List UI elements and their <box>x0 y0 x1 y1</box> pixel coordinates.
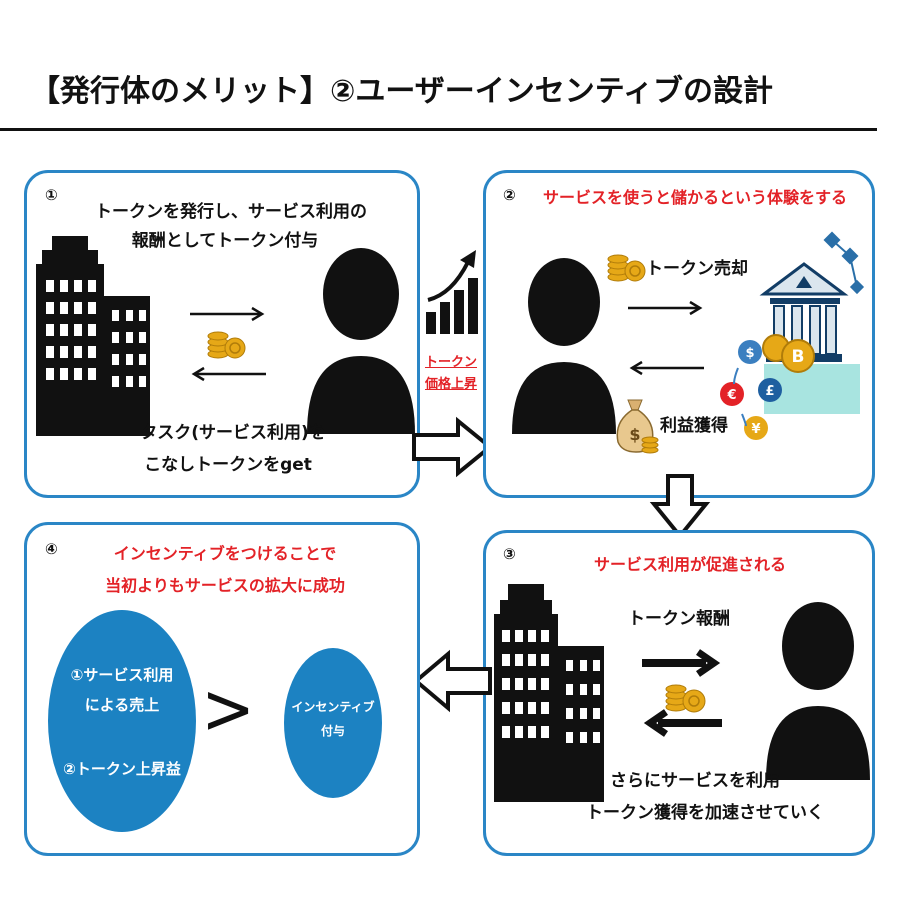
svg-text:B: B <box>792 347 805 367</box>
svg-text:€: € <box>726 388 736 403</box>
coin-stack-icon <box>607 254 646 282</box>
revenue-circle-line2: による売上 <box>84 696 160 714</box>
revenue-circle-line1: ①サービス利用 <box>70 666 174 684</box>
panel-3-caption-line2: トークン獲得を加速させていく <box>586 803 824 823</box>
user-silhouette-icon <box>307 248 415 434</box>
bold-arrow-right-icon <box>642 649 721 677</box>
arrow-right-icon <box>628 300 703 316</box>
svg-text:¥: ¥ <box>751 422 760 437</box>
coin-stack-icon <box>665 684 706 713</box>
profit-label: 利益獲得 <box>660 416 728 436</box>
coin-stack-icon <box>207 331 246 359</box>
panel-1-heading-line1: トークンを発行し、サービス利用の <box>95 202 367 222</box>
arrow-left-icon <box>191 366 266 382</box>
user-silhouette-icon <box>512 258 616 434</box>
revenue-circle <box>48 610 196 832</box>
svg-text:£: £ <box>765 384 774 399</box>
svg-text:$: $ <box>745 346 754 361</box>
office-building-icon <box>494 584 604 802</box>
arrow-left-icon <box>629 360 704 376</box>
incentive-circle-line2: 付与 <box>320 724 345 738</box>
svg-text:$: $ <box>629 425 640 444</box>
title-divider <box>0 128 877 131</box>
panel-2-number: ② <box>503 186 516 204</box>
bank-crypto-icon: B $ € £ ¥ <box>720 231 865 440</box>
greater-than-symbol: > <box>201 669 255 751</box>
panel-4-heading-line2: 当初よりもサービスの拡大に成功 <box>105 576 345 595</box>
revenue-circle-line3: ②トークン上昇益 <box>63 760 181 778</box>
panel-4-number: ④ <box>45 540 58 558</box>
panel-4-heading-line1: インセンティブをつけることで <box>113 544 337 563</box>
panel-1-heading-line2: 報酬としてトークン付与 <box>131 231 319 251</box>
rising-chart-icon <box>426 250 478 334</box>
outline-arrow-right-icon <box>412 416 494 478</box>
outline-arrow-down-icon <box>649 474 711 540</box>
token-sell-label: トークン売却 <box>646 259 748 279</box>
bold-arrow-left-icon <box>643 709 722 737</box>
panel-1-caption-line1: タスク(サービス利用)を <box>140 423 326 443</box>
office-building-icon <box>36 236 150 436</box>
panel-3-number: ③ <box>503 545 516 563</box>
panel-3-caption-line1: さらにサービスを利用 <box>610 771 780 791</box>
incentive-circle <box>284 648 382 798</box>
price-rise-label-line1: トークン <box>424 355 477 370</box>
panel-1-number: ① <box>45 186 58 204</box>
token-reward-label: トークン報酬 <box>628 609 730 629</box>
incentive-circle-line1: インセンティブ <box>291 700 375 714</box>
panel-2-heading: サービスを使うと儲かるという体験をする <box>542 188 847 207</box>
money-bag-icon: $ <box>616 399 659 454</box>
arrow-right-icon <box>190 306 265 322</box>
price-rise-label-line2: 価格上昇 <box>424 377 477 392</box>
user-silhouette-icon <box>766 602 870 780</box>
panel-3-heading: サービス利用が促進される <box>593 555 786 574</box>
page-title: 【発行体のメリット】②ユーザーインセンティブの設計 <box>30 74 773 109</box>
outline-arrow-left-icon <box>412 649 492 713</box>
panel-1-caption-line2: こなしトークンをget <box>144 455 312 475</box>
